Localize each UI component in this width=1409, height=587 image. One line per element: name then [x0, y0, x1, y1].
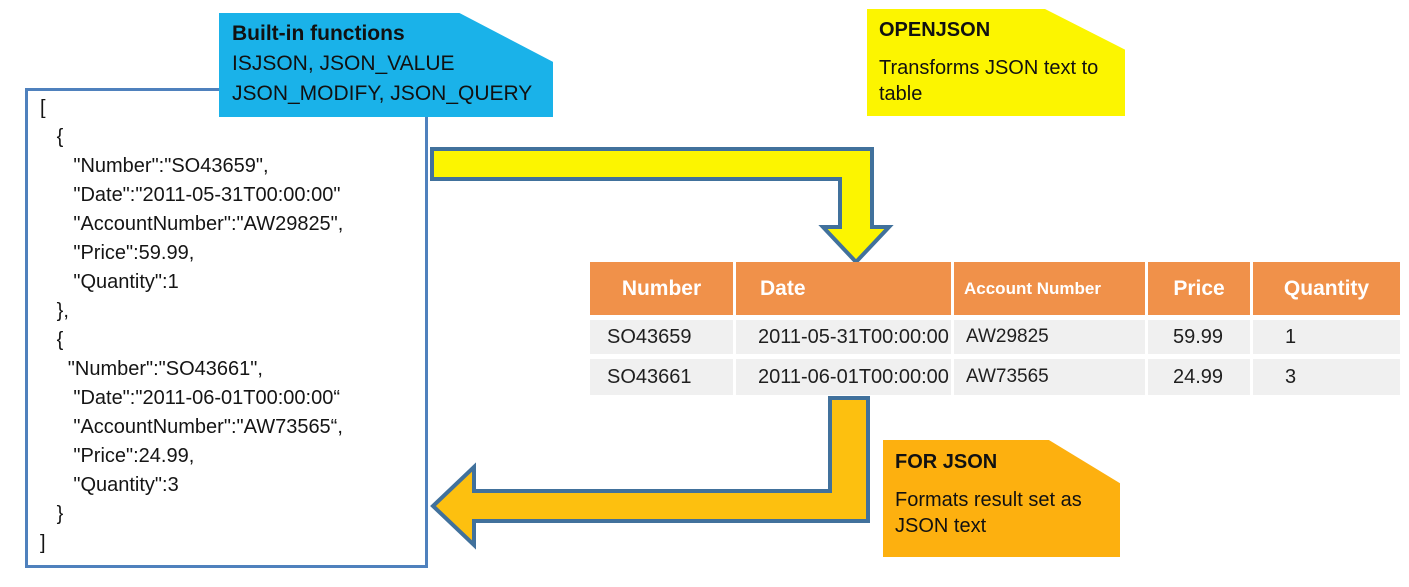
table-header-date: Date	[736, 262, 954, 315]
json-text-panel: [ { "Number":"SO43659", "Date":"2011-05-…	[25, 88, 428, 568]
table-row: SO43659 2011-05-31T00:00:00 AW29825 59.9…	[590, 320, 1400, 354]
builtin-functions-line2: JSON_MODIFY, JSON_QUERY	[232, 82, 533, 105]
table-cell: AW73565	[954, 359, 1148, 395]
table-row: SO43661 2011-06-01T00:00:00 AW73565 24.9…	[590, 359, 1400, 395]
table-cell: 59.99	[1148, 320, 1253, 354]
table-cell: AW29825	[954, 320, 1148, 354]
table-header-row: Number Date Account Number Price Quantit…	[590, 262, 1400, 315]
table-cell: 2011-06-01T00:00:00	[736, 359, 954, 395]
table-header-price: Price	[1148, 262, 1253, 315]
json-text: [ { "Number":"SO43659", "Date":"2011-05-…	[40, 97, 344, 554]
table-header-number: Number	[590, 262, 736, 315]
builtin-functions-callout: Built-in functions ISJSON, JSON_VALUE JS…	[219, 13, 553, 117]
builtin-functions-line1: ISJSON, JSON_VALUE	[232, 52, 455, 75]
forjson-description: Formats result set as JSON text	[895, 489, 1082, 537]
result-table: Number Date Account Number Price Quantit…	[590, 262, 1400, 395]
openjson-description: Transforms JSON text to table	[879, 57, 1099, 105]
forjson-title: FOR JSON	[895, 451, 998, 473]
forjson-arrow	[430, 396, 870, 550]
table-cell: 3	[1253, 359, 1400, 395]
table-header-quantity: Quantity	[1253, 262, 1400, 315]
table-cell: 24.99	[1148, 359, 1253, 395]
openjson-arrow	[430, 147, 894, 265]
table-cell: 1	[1253, 320, 1400, 354]
table-cell: SO43661	[590, 359, 736, 395]
builtin-functions-title: Built-in functions	[232, 22, 405, 45]
table-cell: SO43659	[590, 320, 736, 354]
openjson-title: OPENJSON	[879, 19, 991, 41]
table-cell: 2011-05-31T00:00:00	[736, 320, 954, 354]
table-header-account: Account Number	[954, 262, 1148, 315]
forjson-callout: FOR JSON Formats result set as JSON text	[883, 440, 1120, 557]
